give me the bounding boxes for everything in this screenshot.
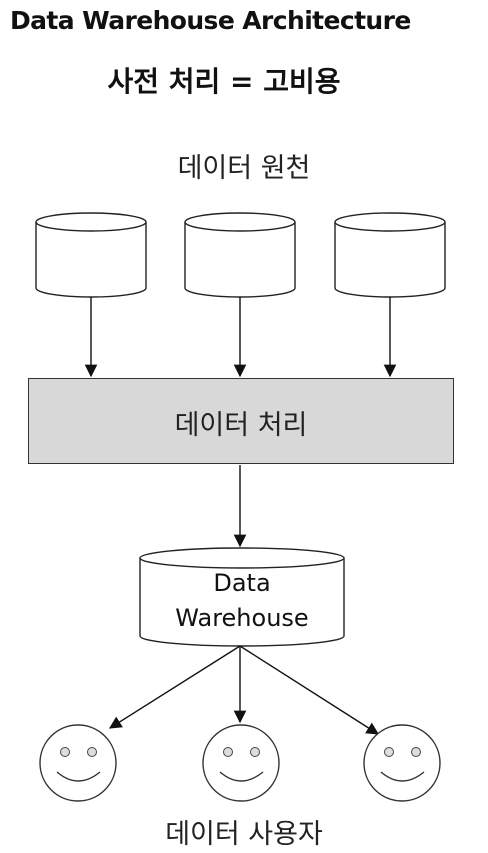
data-warehouse-label: Data Warehouse xyxy=(140,566,344,636)
diagram-subtitle: 사전 처리 = 고비용 xyxy=(107,65,341,98)
diagram-title: Data Warehouse Architecture xyxy=(10,6,411,35)
arrow-warehouse-to-user-1 xyxy=(108,645,241,729)
data-processing-label: 데이터 처리 xyxy=(174,410,308,441)
data-users-label: 데이터 사용자 xyxy=(165,819,323,850)
data-sources-label: 데이터 원천 xyxy=(177,153,311,184)
user-face-icon-2 xyxy=(202,724,280,802)
user-face-icon-1 xyxy=(39,724,117,802)
data-warehouse-cylinder xyxy=(139,547,345,647)
data-warehouse-label-line-2: Warehouse xyxy=(175,604,309,632)
data-source-cylinder-3 xyxy=(334,212,446,298)
data-processing-box: 데이터 처리 xyxy=(28,378,454,464)
data-source-cylinder-2 xyxy=(184,212,296,298)
data-warehouse-label-line-1: Data xyxy=(213,569,271,597)
user-face-icon-3 xyxy=(363,724,441,802)
data-source-cylinder-1 xyxy=(35,212,147,298)
arrow-warehouse-to-user-3 xyxy=(239,645,380,735)
